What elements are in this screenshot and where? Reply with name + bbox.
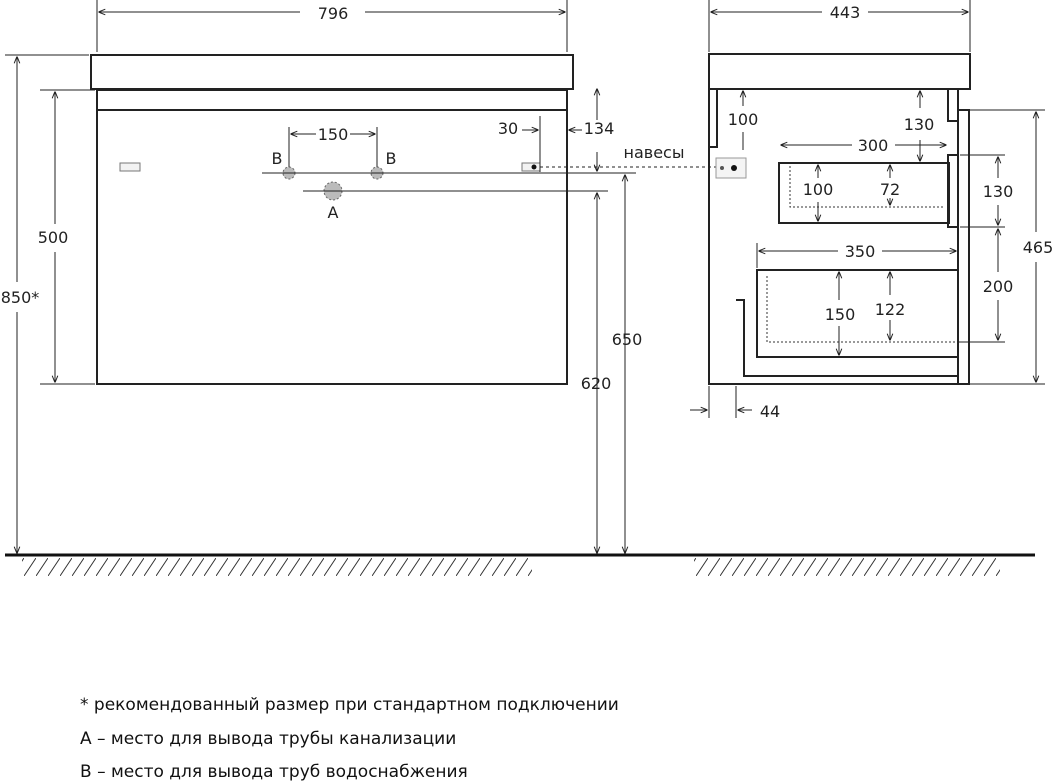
front-view	[90, 54, 574, 385]
dim-850: 850*	[1, 288, 40, 307]
front-panel-top	[947, 88, 959, 122]
dim-620: 620	[581, 374, 612, 393]
floor-hatch-left	[22, 558, 532, 576]
dim-44: 44	[760, 402, 780, 421]
dim-150-side: 150	[825, 305, 856, 324]
handle-icon	[119, 162, 141, 172]
hinge-screw-icon	[531, 164, 537, 170]
side-body	[708, 89, 958, 385]
side-hanger-screw-icon	[731, 165, 737, 171]
dim-465: 465	[1023, 238, 1054, 257]
side-view	[708, 53, 971, 385]
front-dimension-lines	[5, 0, 716, 553]
dim-30: 30	[498, 119, 518, 138]
dim-796: 796	[318, 4, 349, 23]
dim-72: 72	[880, 180, 900, 199]
dim-122: 122	[875, 300, 906, 319]
note-b: B – место для вывода труб водоснабжения	[80, 762, 468, 782]
dim-100-mid: 100	[803, 180, 834, 199]
note-a: A – место для вывода трубы канализации	[80, 729, 457, 749]
dim-130-right: 130	[983, 182, 1014, 201]
dim-650: 650	[612, 330, 643, 349]
bottom-tray	[736, 299, 958, 377]
back-rail	[708, 88, 718, 148]
floor	[5, 553, 1035, 576]
side-dashed-inner	[766, 166, 955, 343]
upper-drawer-front	[947, 154, 959, 228]
dim-300: 300	[858, 136, 889, 155]
label-hangers: навесы	[624, 143, 685, 162]
front-handles	[119, 162, 541, 172]
dim-150-pipes: 150	[318, 125, 349, 144]
top-rail	[96, 89, 568, 111]
front-panel	[957, 109, 970, 385]
side-hanger-bolt-icon	[720, 166, 724, 170]
dim-100-top: 100	[728, 110, 759, 129]
labels: 796 850* 500 150 B B A 30 134 навесы 650…	[1, 3, 1054, 421]
dim-130-top: 130	[904, 115, 935, 134]
pipe-markers	[282, 166, 384, 201]
dim-134: 134	[584, 119, 615, 138]
lower-drawer	[756, 269, 958, 358]
note-asterisk: * рекомендованный размер при стандартном…	[80, 695, 619, 715]
cabinet-front	[96, 109, 568, 385]
dim-350: 350	[845, 242, 876, 261]
hinge-bracket-icon	[521, 162, 541, 172]
side-dimension-lines	[690, 0, 1045, 418]
dim-443: 443	[830, 3, 861, 22]
countertop	[90, 54, 574, 90]
label-b-right: B	[386, 149, 397, 168]
side-countertop	[708, 53, 971, 90]
floor-hatch-right	[694, 558, 1000, 576]
label-a: A	[328, 203, 339, 222]
side-hanger	[715, 157, 747, 179]
dim-200: 200	[983, 277, 1014, 296]
dim-500: 500	[38, 228, 69, 247]
label-b-left: B	[272, 149, 283, 168]
